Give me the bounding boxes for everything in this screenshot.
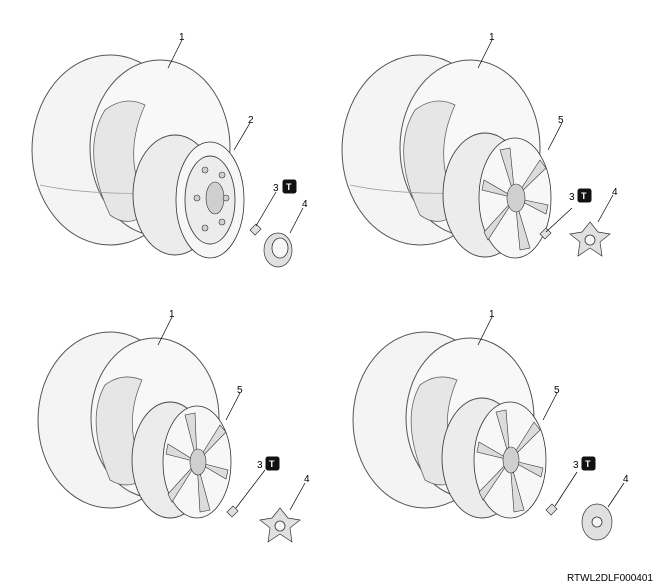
callout-cap: 4 (304, 474, 310, 485)
torque-symbol: T (269, 459, 275, 469)
alloy-wheel-illustration (441, 397, 547, 519)
center-cap-illustration (263, 232, 293, 268)
quadrant-alloy-wheel-c: 1 5 3 T 4 (352, 309, 629, 541)
lug-holes (193, 166, 230, 232)
callout-tire: 1 (489, 309, 495, 320)
callout-alloy-wheel: 5 (554, 385, 560, 396)
callout-nut: 3 (573, 460, 579, 471)
hub-nut-illustration (545, 503, 558, 516)
callout-cap: 4 (302, 199, 308, 210)
center-cap-illustration (259, 507, 301, 543)
callout-nut: 3 (273, 183, 279, 194)
callout-nut: 3 (257, 460, 263, 471)
hub-nut-illustration (249, 223, 262, 236)
hub-nut-illustration (226, 505, 239, 518)
callout-nut: 3 (569, 192, 575, 203)
torque-icon (581, 456, 596, 471)
callout-cap: 4 (623, 474, 629, 485)
callout-cap: 4 (612, 187, 618, 198)
torque-icon (265, 456, 280, 471)
center-cap-illustration (581, 503, 613, 541)
quadrant-steel-wheel: 1 2 3 T 4 (31, 32, 308, 268)
torque-icon (577, 188, 592, 203)
callout-steel-wheel: 2 (248, 115, 254, 126)
hub-nut-illustration (539, 227, 552, 240)
alloy-wheel-illustration (131, 401, 232, 519)
torque-symbol: T (581, 191, 587, 201)
quadrant-alloy-wheel-a: 1 5 3 T 4 (341, 32, 618, 259)
torque-symbol: T (585, 459, 591, 469)
center-cap-illustration (569, 221, 611, 257)
torque-symbol: T (286, 182, 292, 192)
callout-tire: 1 (169, 309, 175, 320)
torque-icon (282, 179, 297, 194)
alloy-wheel-illustration (442, 132, 552, 259)
steel-wheel-illustration (132, 134, 245, 259)
callout-alloy-wheel: 5 (558, 115, 564, 126)
callout-tire: 1 (489, 32, 495, 43)
figure-code: RTWL2DLF000401 (567, 573, 653, 584)
callout-alloy-wheel: 5 (237, 385, 243, 396)
callout-tire: 1 (179, 32, 185, 43)
quadrant-alloy-wheel-b: 1 5 3 T 4 (37, 309, 310, 543)
